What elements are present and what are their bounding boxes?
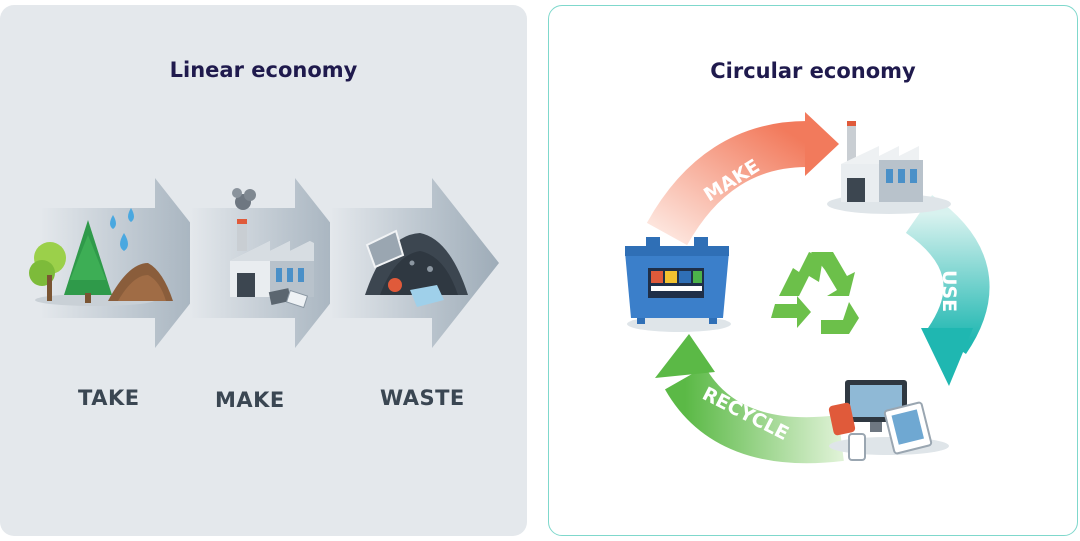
water-drops-icon xyxy=(110,208,134,251)
linear-flow-illustration xyxy=(29,178,499,348)
factory-icon xyxy=(230,188,314,297)
circular-economy-panel: Circular economy xyxy=(548,5,1078,536)
factory-icon xyxy=(827,121,951,214)
arc-label-use: USE xyxy=(938,270,960,312)
step-label-make: MAKE xyxy=(215,388,285,412)
devices-icon xyxy=(828,380,949,461)
soil-pile-icon xyxy=(108,263,173,301)
step-label-take: TAKE xyxy=(78,386,140,410)
recycle-bin-icon xyxy=(625,237,731,332)
linear-economy-panel: Linear economy xyxy=(0,5,527,536)
recycle-icon xyxy=(771,252,859,334)
step-label-waste: WASTE xyxy=(380,386,465,410)
circular-cycle-illustration: MAKE USE RECYCLE xyxy=(625,112,990,464)
recycle-arc-arrow xyxy=(655,334,844,464)
trash-pile-icon xyxy=(365,229,468,307)
phone-scrap-icon xyxy=(268,288,309,309)
trees-icon xyxy=(29,220,155,306)
circular-economy-title: Circular economy xyxy=(710,59,916,83)
use-arc-arrow xyxy=(905,195,990,386)
linear-economy-title: Linear economy xyxy=(169,58,358,82)
make-arc-arrow xyxy=(646,112,839,246)
